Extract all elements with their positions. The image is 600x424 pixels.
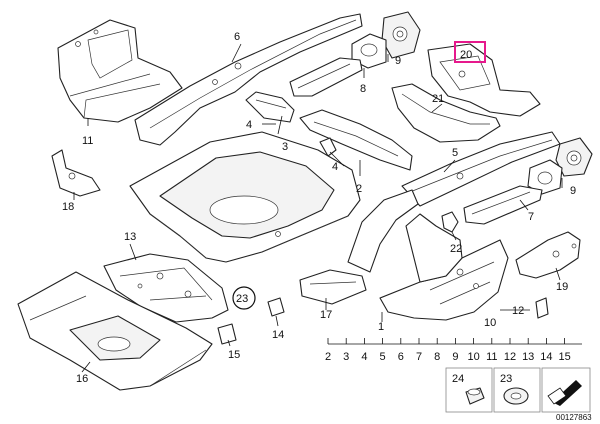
scale-number[interactable]: 9 [452,351,458,363]
callout-18[interactable]: 18 [62,201,74,213]
leader-lines [73,43,563,373]
part-22-clip[interactable] [441,211,459,233]
callout-10[interactable]: 10 [484,317,496,329]
part-9-strut-mount-lower[interactable] [555,137,593,177]
callout-17[interactable]: 17 [320,309,332,321]
part-8-strut-tower-lower[interactable] [527,159,563,195]
callout-labels: 6 11 8 9 20 21 4 3 4 2 5 9 7 22 19 12 10… [62,31,576,385]
callout-14[interactable]: 14 [272,329,284,341]
callout-1[interactable]: 1 [378,321,384,333]
scale-number[interactable]: 8 [434,351,440,363]
diagram-code: 00127863 [556,413,592,422]
scale-number[interactable]: 11 [486,351,497,363]
callout-9-top[interactable]: 9 [395,55,401,67]
part-17-plate[interactable] [299,269,367,305]
scale-number[interactable]: 14 [540,351,552,363]
part-19-bracket[interactable] [515,231,581,279]
svg-text:24: 24 [452,373,464,385]
part-1-10-side-panel[interactable] [379,213,509,321]
callout-23[interactable]: 23 [236,293,248,305]
part-11-panel[interactable] [57,19,183,123]
trunk-floor-well[interactable] [129,131,361,263]
callout-16[interactable]: 16 [76,373,88,385]
scale-number[interactable]: 5 [380,351,386,363]
part-3-crossmember[interactable] [299,109,413,171]
part-12-clip[interactable] [535,297,549,319]
callout-23-circle[interactable] [232,286,256,310]
callout-11[interactable]: 11 [82,135,93,147]
part-18-bracket[interactable] [51,149,101,197]
part-9-strut-mount-upper[interactable] [381,11,421,59]
legend-box-24[interactable]: 24 [445,367,493,413]
part-8-rail[interactable] [289,57,363,97]
scale-number[interactable]: 13 [522,351,534,363]
svg-text:23: 23 [500,373,512,385]
callout-2[interactable]: 2 [356,183,362,195]
callout-8[interactable]: 8 [360,83,366,95]
callout-9-lower[interactable]: 9 [570,185,576,197]
callout-20[interactable]: 20 [460,49,472,61]
scale-number[interactable]: 15 [558,351,570,363]
scale-number[interactable]: 4 [361,351,367,363]
scale-number[interactable]: 12 [504,351,516,363]
scale-number[interactable]: 6 [398,351,404,363]
part-14-clip[interactable] [267,297,285,317]
scale-number[interactable]: 3 [343,351,349,363]
callout-15[interactable]: 15 [228,349,240,361]
callout-4-right[interactable]: 4 [332,161,338,173]
part-7-rail[interactable] [463,185,543,225]
part-6-side-member[interactable] [134,13,363,146]
callout-7[interactable]: 7 [528,211,534,223]
callout-5[interactable]: 5 [452,147,458,159]
part-21-wheel-arch[interactable] [391,83,501,143]
highlight-box-20 [454,41,486,63]
callout-19[interactable]: 19 [556,281,568,293]
part-4-bracket-right[interactable] [319,137,337,157]
callout-3[interactable]: 3 [282,141,288,153]
legend-box-23[interactable]: 23 [493,367,541,413]
callout-22[interactable]: 22 [450,243,462,255]
callout-21[interactable]: 21 [432,93,444,105]
callout-6[interactable]: 6 [234,31,240,43]
part-4-bracket-left[interactable] [245,91,295,123]
callout-12[interactable]: 12 [512,305,524,317]
part-8-strut-tower[interactable] [351,33,387,69]
callout-13[interactable]: 13 [124,231,136,243]
callout-4-left[interactable]: 4 [246,119,252,131]
part-15-clip[interactable] [217,323,237,345]
part-13-floor-panel[interactable] [103,253,229,323]
part-arch-side[interactable] [347,189,419,273]
scale-number[interactable]: 7 [416,351,422,363]
scale-number[interactable]: 2 [325,351,331,363]
part-16-floor-panel[interactable] [17,271,213,391]
legend-box-arrow[interactable] [541,367,591,413]
scale-number[interactable]: 10 [467,351,479,363]
